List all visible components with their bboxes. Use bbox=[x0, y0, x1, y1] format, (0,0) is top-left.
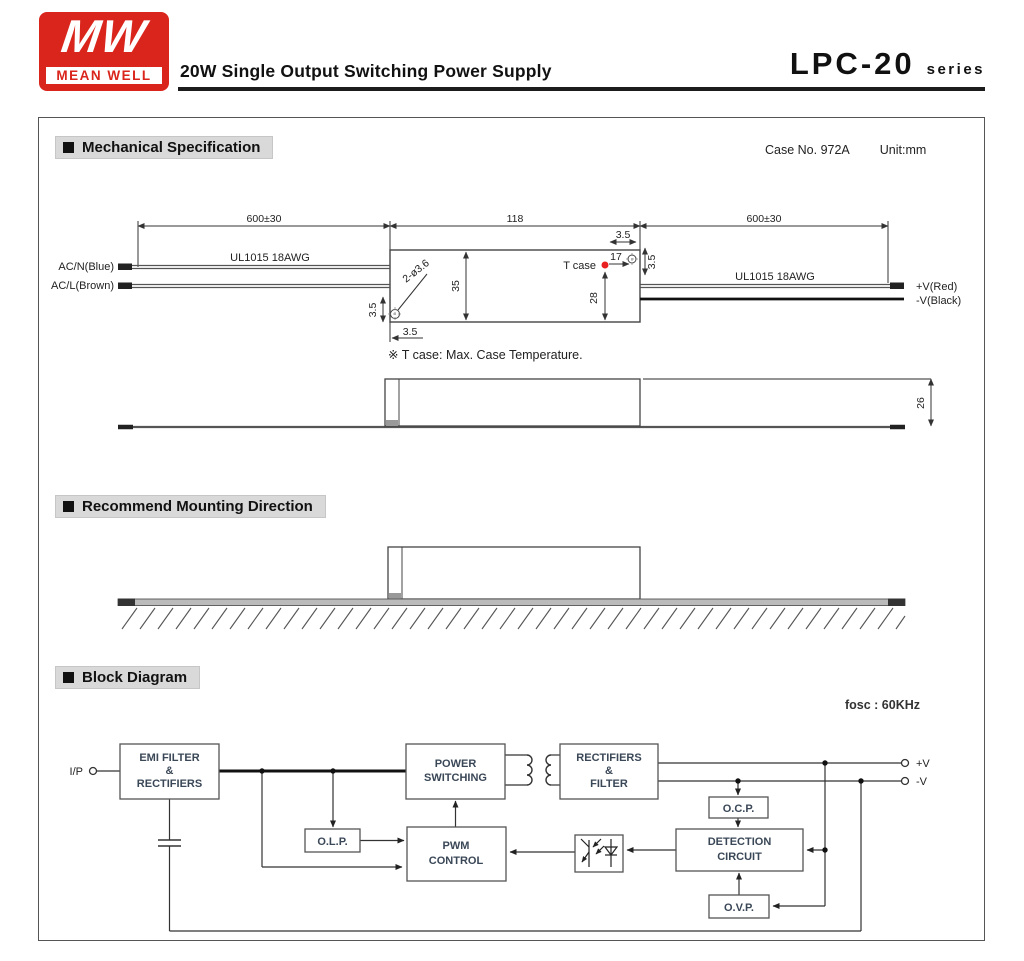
dim-lead-left: 600±30 bbox=[247, 213, 282, 225]
section-bullet-icon bbox=[63, 501, 74, 512]
dim-lead-right: 600±30 bbox=[747, 213, 782, 225]
dim-hole2-x: 3.5 bbox=[616, 229, 631, 241]
mounting-hole-right bbox=[626, 253, 638, 265]
mechanical-side-view: 26 bbox=[118, 378, 934, 430]
detection-circuit-box bbox=[675, 828, 804, 872]
mounting-direction-drawing bbox=[117, 546, 906, 630]
series-suffix: series bbox=[926, 61, 985, 78]
mounting-hole-left bbox=[388, 273, 428, 321]
detection-label-1: DETECTION bbox=[708, 836, 772, 848]
mounting-surface bbox=[117, 598, 906, 606]
section-title: Block Diagram bbox=[82, 669, 188, 686]
logo-brand-text: MEAN WELL bbox=[45, 66, 163, 85]
terminal-vminus-label: -V bbox=[916, 776, 928, 788]
output-wires bbox=[640, 282, 904, 301]
detection-label-2: CIRCUIT bbox=[717, 851, 762, 863]
emi-label-1: EMI FILTER bbox=[139, 752, 199, 764]
series-name: LPC-20 bbox=[789, 46, 915, 81]
meanwell-logo: MW MEAN WELL bbox=[40, 10, 168, 90]
wire-label-acl: AC/L(Brown) bbox=[51, 280, 114, 292]
unit-body bbox=[387, 546, 641, 600]
surface-end-right bbox=[888, 598, 905, 606]
unit-label: Unit:mm bbox=[879, 143, 927, 157]
case-tab bbox=[386, 420, 398, 426]
tcase-note: ※ T case: Max. Case Temperature. bbox=[388, 348, 583, 362]
wire-label-vminus: -V(Black) bbox=[916, 295, 961, 307]
page-title: 20W Single Output Switching Power Supply bbox=[180, 61, 552, 81]
dimension-lines bbox=[137, 221, 889, 283]
fosc-label: fosc : 60KHz bbox=[845, 698, 921, 712]
block-wiring bbox=[96, 754, 901, 932]
surface-end-left bbox=[118, 598, 135, 606]
vplus-terminal bbox=[900, 758, 910, 768]
power-switching-box bbox=[405, 743, 506, 800]
case-number: Case No. 972A bbox=[765, 143, 850, 157]
section-bullet-icon bbox=[63, 672, 74, 683]
rect-label-3: FILTER bbox=[590, 778, 628, 790]
section-mounting-direction: Recommend Mounting Direction bbox=[55, 495, 326, 518]
unit-tab bbox=[389, 593, 401, 599]
wire-spec-left: UL1015 18AWG bbox=[230, 252, 310, 264]
input-wires bbox=[118, 263, 390, 289]
block-diagram: I/P +V -V EMI FILTER & RECTIFIERS POWER … bbox=[70, 743, 930, 932]
dim-hole1-x: 3.5 bbox=[403, 326, 418, 338]
ground-hatching bbox=[121, 607, 906, 630]
olp-label: O.L.P. bbox=[317, 836, 347, 848]
block-boxes bbox=[119, 743, 804, 919]
emi-label-3: RECTIFIERS bbox=[137, 778, 202, 790]
terminal-vplus-label: +V bbox=[916, 758, 930, 770]
logo-mw-text: MW bbox=[58, 10, 150, 62]
wire-spec-right: UL1015 18AWG bbox=[735, 271, 815, 283]
dim-hole1-y: 3.5 bbox=[367, 303, 379, 318]
pwm-control-box bbox=[406, 826, 507, 882]
ovp-box bbox=[708, 894, 770, 919]
section-bullet-icon bbox=[63, 142, 74, 153]
pwm-label-2: CONTROL bbox=[429, 855, 484, 867]
rect-label-2: & bbox=[605, 765, 613, 777]
title-rule bbox=[178, 87, 985, 91]
emi-filter-box bbox=[119, 743, 220, 800]
ovp-label: O.V.P. bbox=[724, 902, 754, 914]
optocoupler-icon bbox=[580, 838, 619, 867]
dim-body-length: 118 bbox=[507, 213, 524, 225]
tcase-label: T case bbox=[563, 260, 596, 272]
wire-label-acn: AC/N(Blue) bbox=[58, 261, 114, 273]
section-mechanical-specification: Mechanical Specification bbox=[55, 136, 274, 159]
content-border bbox=[38, 117, 985, 941]
dim-hole2-y: 3.5 bbox=[646, 255, 658, 270]
ocp-label: O.C.P. bbox=[723, 803, 755, 815]
terminal-input-label: I/P bbox=[70, 766, 83, 778]
emi-label-2: & bbox=[166, 765, 174, 777]
olp-box bbox=[304, 828, 361, 853]
junction-dots bbox=[259, 760, 864, 853]
rectifiers-filter-box bbox=[559, 743, 659, 800]
dim-body-depth: 26 bbox=[915, 397, 927, 409]
mechanical-top-view: 600±30 118 600±30 AC/N(Blue) AC/L(Brown)… bbox=[51, 213, 961, 342]
pwm-label-1: PWM bbox=[443, 840, 470, 852]
rect-label-1: RECTIFIERS bbox=[576, 752, 641, 764]
section-title: Recommend Mounting Direction bbox=[82, 498, 313, 515]
case-body bbox=[389, 249, 641, 323]
series-title: LPC-20 series bbox=[790, 46, 985, 82]
vminus-terminal bbox=[900, 776, 910, 786]
dim-body-height: 35 bbox=[450, 280, 462, 292]
case-side bbox=[384, 378, 641, 427]
section-title: Mechanical Specification bbox=[82, 139, 261, 156]
power-label-1: POWER bbox=[435, 758, 477, 770]
dim-tcase-y: 28 bbox=[588, 292, 600, 304]
section-block-diagram: Block Diagram bbox=[55, 666, 201, 689]
case-info: Case No. 972A Unit:mm bbox=[765, 143, 926, 157]
ocp-box bbox=[708, 796, 769, 819]
tcase-dot bbox=[601, 261, 609, 269]
wire-label-vplus: +V(Red) bbox=[916, 281, 957, 293]
dim-tcase-x: 17 bbox=[610, 251, 622, 263]
input-terminal bbox=[88, 766, 98, 776]
power-label-2: SWITCHING bbox=[424, 772, 487, 784]
